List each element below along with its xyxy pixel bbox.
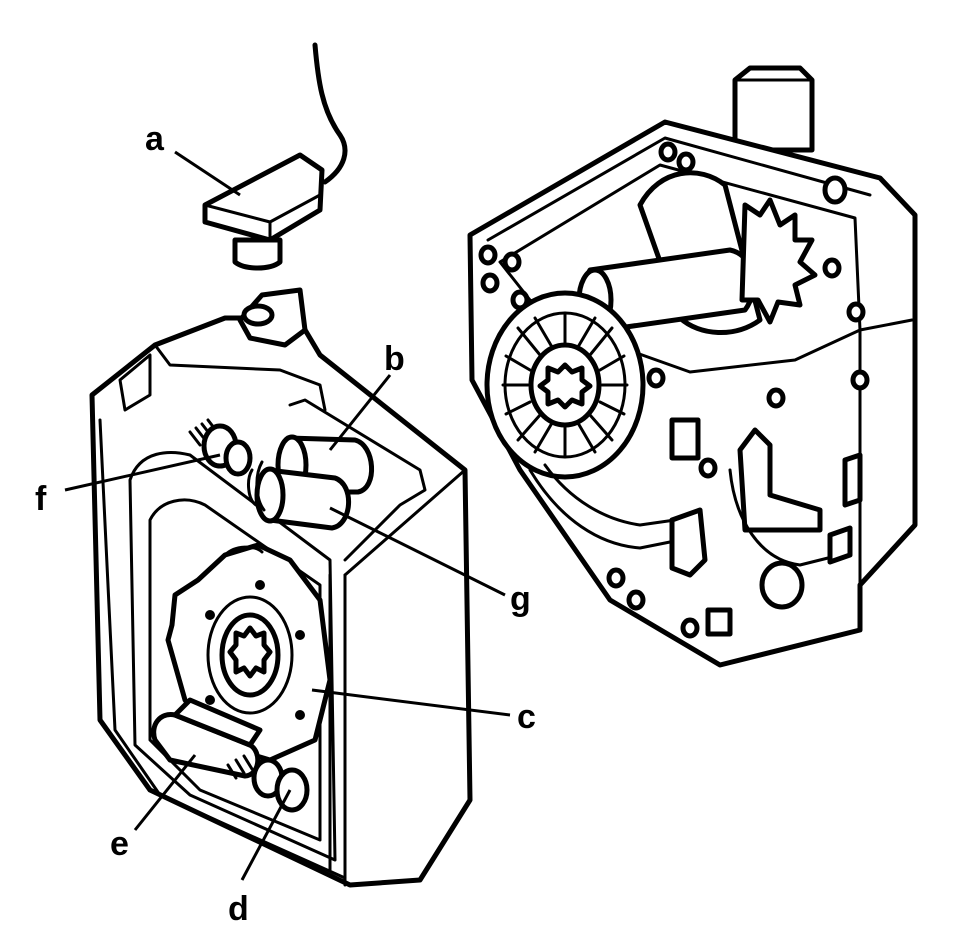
label-a: a: [145, 120, 165, 158]
left-housing: [89, 287, 473, 888]
leader-lines: [64, 150, 511, 881]
part-e-roller: [151, 697, 263, 779]
housing-mounting-holes: [478, 141, 870, 639]
part-a-connector: [202, 42, 348, 271]
leader-c: [311, 688, 511, 717]
leader-d: [240, 789, 292, 881]
label-f: f: [35, 480, 47, 518]
label-e: e: [110, 825, 129, 863]
label-d: d: [228, 890, 249, 928]
label-g: g: [510, 580, 531, 618]
part-d-spring-bearing: [226, 754, 310, 813]
leader-e: [133, 754, 197, 831]
right-housing: [467, 65, 918, 668]
housing-gear: [739, 197, 818, 325]
label-b: b: [384, 340, 405, 378]
housing-connector-block: [732, 65, 815, 153]
label-c: c: [517, 698, 536, 736]
housing-spoked-wheel: [484, 290, 646, 480]
leader-a: [174, 150, 241, 197]
leader-b: [328, 374, 392, 451]
leader-g: [329, 506, 506, 597]
labels: a b c d e f g: [35, 120, 536, 928]
leader-f: [64, 453, 221, 492]
part-g-cylinder-coil: [247, 460, 351, 531]
